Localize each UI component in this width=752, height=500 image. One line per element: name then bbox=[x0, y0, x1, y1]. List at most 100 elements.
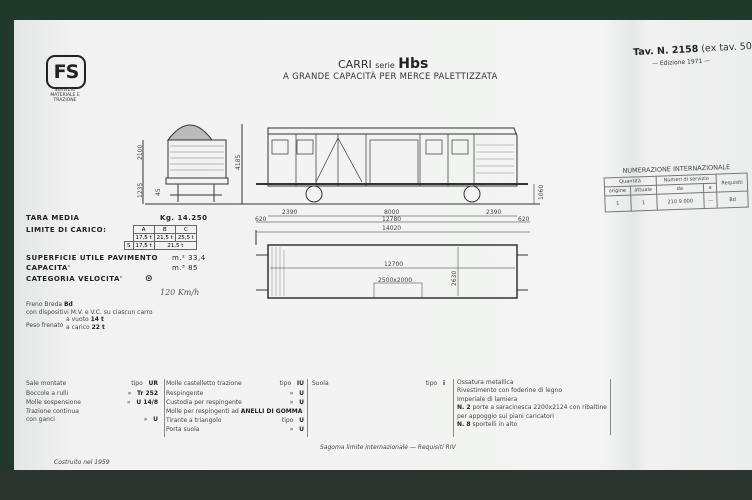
velocita-symbol: ⊙ bbox=[145, 274, 154, 284]
component-value: U bbox=[153, 415, 158, 423]
component-row: Molle per respingenti ad ANELLI DI GOMMA bbox=[166, 408, 304, 416]
component-label: Respingente bbox=[166, 389, 204, 397]
limit-header-b: B bbox=[153, 225, 176, 234]
dim-floor-width: 2630 bbox=[451, 271, 458, 286]
table-spacer bbox=[125, 226, 134, 234]
component-value: IU bbox=[296, 380, 304, 387]
cell-a: — bbox=[703, 192, 718, 209]
carico-value: 22 t bbox=[91, 324, 105, 331]
cell-attuale: 1 bbox=[630, 194, 657, 212]
brake-prefix: Freno Breda bbox=[26, 301, 63, 308]
construction-line: Imperiale di lamiera bbox=[457, 395, 518, 403]
construction-line: N. 2 porte a saracinesca 2200x2124 con r… bbox=[457, 404, 607, 421]
component-row: Boccole a rulli » Tr 252 bbox=[26, 389, 158, 399]
component-value: ANELLI DI GOMMA bbox=[240, 407, 303, 415]
limit-cell: 21,5 t bbox=[153, 233, 176, 242]
dim-overhang-right: 620 bbox=[518, 216, 530, 223]
component-value: U bbox=[299, 426, 304, 434]
brake-type: Freno Breda Bd bbox=[26, 301, 73, 308]
limit-header-c: C bbox=[174, 225, 197, 234]
component-label: Molle castelletto trazione bbox=[166, 380, 242, 387]
construction-notes: Ossatura metallica Rivestimento con fode… bbox=[457, 379, 607, 429]
limit-cell: 17,5 t bbox=[132, 241, 155, 250]
header-a: a bbox=[703, 183, 717, 193]
tara-value: Kg. 14.250 bbox=[160, 214, 208, 222]
construction-count: N. 2 bbox=[457, 404, 471, 412]
peso-vuoto: a vuoto 14 t bbox=[66, 316, 104, 323]
component-tipo: tipo bbox=[281, 416, 294, 424]
construction-line: N. 8 sportelli in alto bbox=[457, 421, 607, 429]
column-divider bbox=[307, 379, 308, 437]
dim-door: 2500x2000 bbox=[378, 277, 412, 284]
component-label: Molle per respingenti ad bbox=[166, 407, 239, 415]
component-tipo: » bbox=[289, 389, 294, 397]
dim-total-height: 4185 bbox=[235, 155, 242, 170]
component-tipo: tipo bbox=[425, 380, 438, 387]
column-divider bbox=[610, 379, 611, 435]
construction-count: N. 8 bbox=[457, 421, 471, 429]
component-row: Porta suola » U bbox=[166, 425, 304, 435]
plan-view-floor bbox=[267, 244, 518, 299]
components-col3: Suola tipo i bbox=[312, 379, 445, 389]
construction-text: sportelli in alto bbox=[472, 421, 518, 429]
component-label: Suola bbox=[312, 380, 329, 387]
component-value: UR bbox=[148, 380, 159, 387]
limite-label: LIMITE DI CARICO: bbox=[26, 226, 107, 234]
component-label: Molle sospensione bbox=[26, 399, 81, 407]
dim-body-height: 2100 bbox=[137, 145, 144, 160]
component-row: Molle sospensione » U 14/8 bbox=[26, 398, 158, 408]
construction-text: porte a saracinesca 2200x2124 con ribalt… bbox=[457, 404, 607, 420]
handwritten-speed: 120 Km/h bbox=[160, 288, 200, 297]
title-series: serie bbox=[375, 61, 395, 70]
vuoto-label: a vuoto bbox=[66, 316, 89, 323]
component-tipo: tipo bbox=[131, 380, 143, 387]
logo-subtitle: SERVIZIO MATERIALE E TRAZIONE bbox=[50, 88, 80, 103]
table-spacer bbox=[125, 234, 134, 242]
component-tipo: » bbox=[289, 399, 294, 407]
superficie-value: m.² 33,4 bbox=[172, 254, 206, 262]
component-value: U bbox=[299, 399, 304, 407]
component-label: Tirante a triangolo bbox=[166, 416, 222, 424]
component-row: Trazione continua con ganci » U bbox=[26, 408, 158, 424]
component-value: i bbox=[442, 380, 445, 387]
component-label: Boccole a rulli bbox=[26, 389, 69, 397]
construction-line: Ossatura metallica bbox=[457, 379, 514, 386]
component-tipo: » bbox=[126, 399, 131, 407]
header-requisiti: Requisiti bbox=[716, 173, 748, 193]
component-label: Porta suola bbox=[166, 426, 200, 434]
velocita-label: CATEGORIA VELOCITA' bbox=[26, 275, 123, 283]
dim-axle-left: 2390 bbox=[282, 209, 297, 216]
limit-s-label: S bbox=[124, 241, 134, 250]
side-view-body bbox=[267, 127, 518, 187]
column-divider bbox=[453, 379, 454, 437]
background-surface bbox=[0, 470, 752, 500]
vuoto-value: 14 t bbox=[90, 316, 104, 323]
peso-carico: a carico 22 t bbox=[66, 324, 105, 331]
component-value: U bbox=[299, 389, 304, 397]
dim-body-length: 12780 bbox=[382, 216, 401, 223]
dim-axle-right: 2390 bbox=[486, 209, 501, 216]
component-label: Custodia per respingente bbox=[166, 399, 242, 407]
component-tipo: » bbox=[127, 389, 132, 397]
component-value: Tr 252 bbox=[136, 389, 158, 397]
component-tipo: » bbox=[289, 426, 294, 434]
component-value: U 14/8 bbox=[136, 399, 158, 407]
component-row: Custodia per respingente » U bbox=[166, 398, 304, 408]
limit-cell: 17,5 t bbox=[132, 233, 155, 242]
page-title: CARRI serie Hbs bbox=[338, 56, 428, 72]
component-label: Trazione continua con ganci bbox=[26, 407, 79, 423]
column-divider bbox=[164, 379, 165, 437]
limit-cell: 25,5 t bbox=[174, 233, 197, 242]
construction-line: Rivestimento con foderine di legno bbox=[457, 387, 563, 395]
component-tipo: » bbox=[143, 415, 148, 423]
cell-da: 210 9 000 bbox=[656, 192, 705, 211]
brake-devices: con dispositivi M.V. e V.C. su ciascun c… bbox=[26, 309, 153, 316]
capacita-label: CAPACITA' bbox=[26, 264, 71, 272]
brake-code: Bd bbox=[63, 301, 73, 308]
